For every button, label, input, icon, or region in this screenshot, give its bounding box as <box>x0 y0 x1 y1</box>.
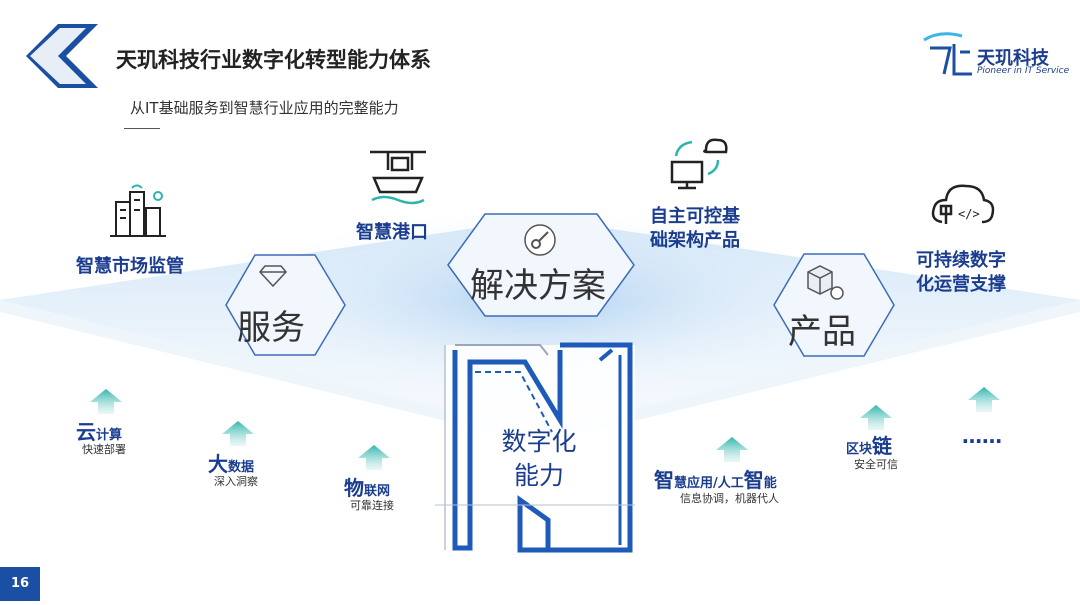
subtitle-divider <box>124 128 160 129</box>
company-logo-name: 天玑科技 <box>977 48 1049 69</box>
computer-cloud-icon <box>670 138 728 190</box>
tech-ai-caption: 信息协调，机器代人 <box>680 492 779 505</box>
tech-cloud-computing: 云计算 <box>76 416 122 445</box>
tech-blockchain-big: 链 <box>872 434 893 458</box>
tech-more-ellipsis: …… <box>962 424 1002 448</box>
tech-blockchain: 区块链 <box>846 430 892 459</box>
core-capability-line1: 数字化 <box>501 427 577 456</box>
hexagon-solution-label: 解决方案 <box>470 266 606 306</box>
tech-iot-small: 联网 <box>364 484 391 499</box>
page-number: 16 <box>0 567 40 601</box>
tech-cloud-small: 计算 <box>96 428 123 443</box>
tech-ai: 智慧应用/人工智能 <box>654 464 777 493</box>
tech-iot: 物联网 <box>344 472 390 501</box>
topic-smart-market-supervision: 智慧市场监管 <box>76 256 184 277</box>
tech-ai-small1: 慧应用/人工 <box>674 476 744 491</box>
product-box-gear-icon <box>807 265 844 300</box>
tech-bigdata-small: 数据 <box>228 460 255 475</box>
tech-iot-big: 物 <box>344 476 364 500</box>
tech-blockchain-caption: 安全可信 <box>854 458 898 471</box>
cloud-code-icon: </> <box>931 184 995 224</box>
tech-big-data: 大数据 <box>208 448 254 477</box>
tech-cloud-caption: 快速部署 <box>82 443 126 456</box>
port-ship-icon <box>370 150 426 205</box>
topic-digital-ops-line2: 化运营支撑 <box>916 274 1006 295</box>
tech-iot-caption: 可靠连接 <box>350 499 394 512</box>
tech-bigdata-big: 大 <box>208 452 228 476</box>
diamond-icon <box>259 265 287 288</box>
page-subtitle: 从IT基础服务到智慧行业应用的完整能力 <box>130 99 399 117</box>
tech-cloud-big: 云 <box>76 420 96 444</box>
hexagon-service-label: 服务 <box>237 308 305 348</box>
tech-ai-big2: 智 <box>743 468 764 492</box>
core-capability-line2: 能力 <box>513 461 564 490</box>
topic-smart-port: 智慧港口 <box>356 222 428 243</box>
tech-bigdata-caption: 深入洞察 <box>214 475 258 488</box>
svg-text:</>: </> <box>958 207 980 221</box>
hexagon-product-label: 产品 <box>788 312 856 352</box>
key-icon <box>524 224 556 256</box>
company-logo-tagline: Pioneer in IT Service <box>977 66 1070 76</box>
topic-infra-products-line1: 自主可控基 <box>650 206 740 227</box>
tech-blockchain-small: 区块 <box>846 442 873 457</box>
topic-infra-products-line2: 础架构产品 <box>650 230 740 251</box>
page-title: 天玑科技行业数字化转型能力体系 <box>116 48 431 72</box>
tech-ai-big1: 智 <box>654 468 674 492</box>
topic-digital-ops-line1: 可持续数字 <box>916 250 1006 271</box>
city-buildings-icon <box>110 184 166 237</box>
tech-ai-small2: 能 <box>763 476 777 491</box>
